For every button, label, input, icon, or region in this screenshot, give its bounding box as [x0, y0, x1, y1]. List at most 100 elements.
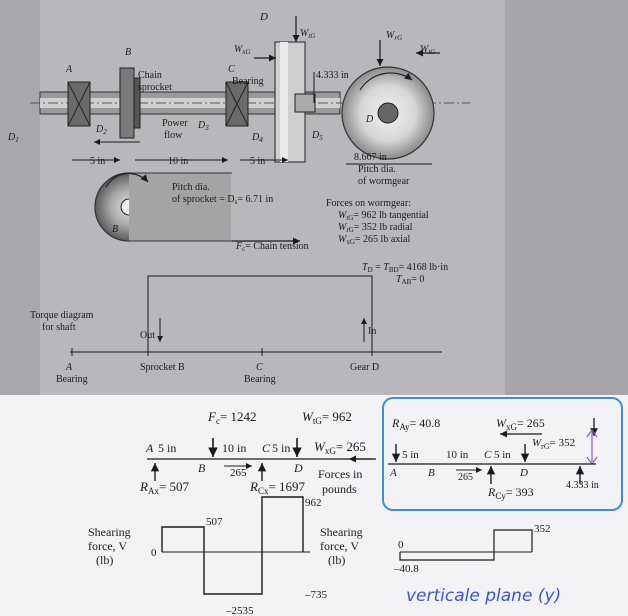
label-torque-eq: TD = TBD= 4168 lb·in: [362, 262, 448, 274]
label-forces-in: Forces in: [318, 467, 362, 481]
label-bearing-a-bottom: Bearing: [56, 374, 88, 385]
bearing-c: [225, 81, 249, 127]
label-5in-v1: 5 in: [402, 449, 419, 461]
label-gear-d: Gear D: [350, 362, 379, 373]
label-power-flow-1: Power: [162, 118, 188, 129]
label-d4: D4: [251, 132, 263, 144]
label-wtg-right: WtG: [420, 44, 435, 56]
label-out: Out: [140, 330, 155, 341]
label-pitch-worm-2: Pitch dia.: [358, 164, 396, 175]
label-b-h: B: [198, 461, 206, 475]
label-d1: D1: [7, 132, 19, 144]
label-wxg-v: WxG= 265: [496, 416, 545, 432]
label-c-h: C: [262, 441, 271, 455]
torque-diagram: Torque diagram for shaft Out In A Bearin…: [30, 275, 442, 385]
label-torque-diagram-1: Torque diagram: [30, 310, 94, 321]
bearing-a: [67, 81, 91, 127]
label-a-top: A: [65, 64, 73, 75]
label-fc: Fc= Chain tension: [235, 241, 309, 253]
vertical-shear-diagram: 0 352 –40.8 verticale plane (y): [393, 523, 561, 606]
label-5in-h2: 5 in: [272, 441, 290, 455]
label-shear-507: 507: [206, 516, 223, 528]
label-b-v: B: [428, 467, 435, 479]
label-shear-neg-v: –40.8: [393, 563, 419, 575]
label-shear-735: –735: [304, 589, 328, 601]
sprocket-b: [119, 67, 141, 139]
label-shear-v-zero: 0: [398, 539, 404, 551]
label-5in-b: 5 in: [250, 156, 265, 167]
label-pitch-worm-3: of wormgear: [358, 176, 410, 187]
label-433-top: 4.333 in: [316, 70, 349, 81]
handwritten-note: verticale plane (y): [406, 586, 561, 606]
label-wxg-265: WxG= 265: [314, 439, 366, 456]
label-torque-diagram-2: for shaft: [42, 322, 76, 333]
label-d-top: D: [259, 11, 268, 23]
label-a-h: A: [145, 441, 154, 455]
label-shear-v-1: Shearing: [320, 525, 363, 539]
label-chain-sprocket-2: sprocket: [138, 82, 172, 93]
label-bearing-top: Bearing: [232, 76, 264, 87]
label-a-bottom: A: [65, 362, 73, 373]
label-5in-a: 5 in: [90, 156, 105, 167]
label-shear-962: 962: [305, 497, 322, 509]
wormgear-side-view: [341, 66, 435, 160]
wormgear-d: [274, 41, 316, 163]
label-a-v: A: [389, 467, 397, 479]
label-force-3: WxG= 265 lb axial: [338, 234, 410, 246]
label-power-flow-2: flow: [164, 130, 183, 141]
label-433-v: 4.333 in: [566, 480, 599, 491]
bottom-page: [0, 395, 628, 616]
label-in: In: [368, 326, 376, 337]
label-wtg-top: WtG: [300, 28, 315, 40]
label-rcy: RCy= 393: [487, 485, 534, 501]
label-force-1: WtG= 962 lb tangential: [338, 210, 429, 222]
label-wrg-top: WrG: [386, 30, 402, 42]
label-wxg-top: WxG: [234, 44, 251, 56]
top-figure-page: [0, 0, 628, 395]
label-shear-v-3: (lb): [328, 553, 345, 567]
label-shear-h-zero: 0: [151, 547, 157, 559]
label-shear-neg: –2535: [225, 605, 254, 616]
label-tab-eq: TAB= 0: [396, 274, 424, 286]
label-chain-sprocket-1: Chain: [138, 70, 162, 81]
label-d3: D3: [197, 120, 209, 132]
label-d2: D2: [95, 124, 107, 136]
label-ray: RAy= 40.8: [391, 416, 440, 432]
label-265-v: 265: [458, 472, 473, 483]
label-force-2: WrG= 352 lb radial: [338, 222, 413, 234]
label-b-top: B: [125, 47, 131, 58]
label-shear-352: 352: [534, 523, 551, 535]
label-pitch-spr-2: of sprocket = Ds= 6.71 in: [172, 194, 273, 206]
label-fc-1242: Fc= 1242: [207, 409, 257, 426]
label-c-bottom: C: [256, 362, 263, 373]
label-rcx: RCx= 1697: [249, 479, 306, 496]
label-10in-h: 10 in: [222, 441, 246, 455]
label-d5: D5: [311, 130, 323, 142]
label-10in-v: 10 in: [446, 449, 469, 461]
label-pounds: pounds: [322, 482, 357, 496]
shaft-assembly: [30, 16, 470, 245]
label-forces-title: Forces on wormgear:: [326, 198, 411, 209]
label-bearing-c-bottom: Bearing: [244, 374, 276, 385]
label-d-v: D: [519, 467, 528, 479]
label-rax: RAx= 507: [139, 479, 190, 496]
label-5in-h1: 5 in: [158, 441, 176, 455]
top-labels: D WtG WxG WrG WtG B A C Bearing Chain sp…: [7, 11, 448, 286]
label-sprocket-b: Sprocket B: [140, 362, 185, 373]
label-shear-v-2: force, V: [320, 539, 359, 553]
label-d-gear: D: [365, 114, 374, 125]
sprocket-side-view: [94, 172, 300, 245]
label-5in-v2: 5 in: [494, 449, 511, 461]
label-wtg-962: WtG= 962: [302, 409, 352, 426]
label-shear-h-3: (lb): [96, 553, 113, 567]
label-shear-h-1: Shearing: [88, 525, 131, 539]
vertical-plane-box: RAy= 40.8 WxG= 265 WrG= 352 5 in 10 in C…: [382, 397, 623, 511]
label-c-top: C: [228, 64, 235, 75]
label-b-sprocket: B: [112, 224, 118, 235]
label-c-v: C: [484, 449, 492, 461]
label-pitch-spr-1: Pitch dia.: [172, 182, 210, 193]
horizontal-force-diagram: Fc= 1242 WtG= 962 WxG= 265 A 5 in 10 in …: [139, 409, 376, 496]
label-10in: 10 in: [168, 156, 188, 167]
label-d-h: D: [293, 461, 303, 475]
